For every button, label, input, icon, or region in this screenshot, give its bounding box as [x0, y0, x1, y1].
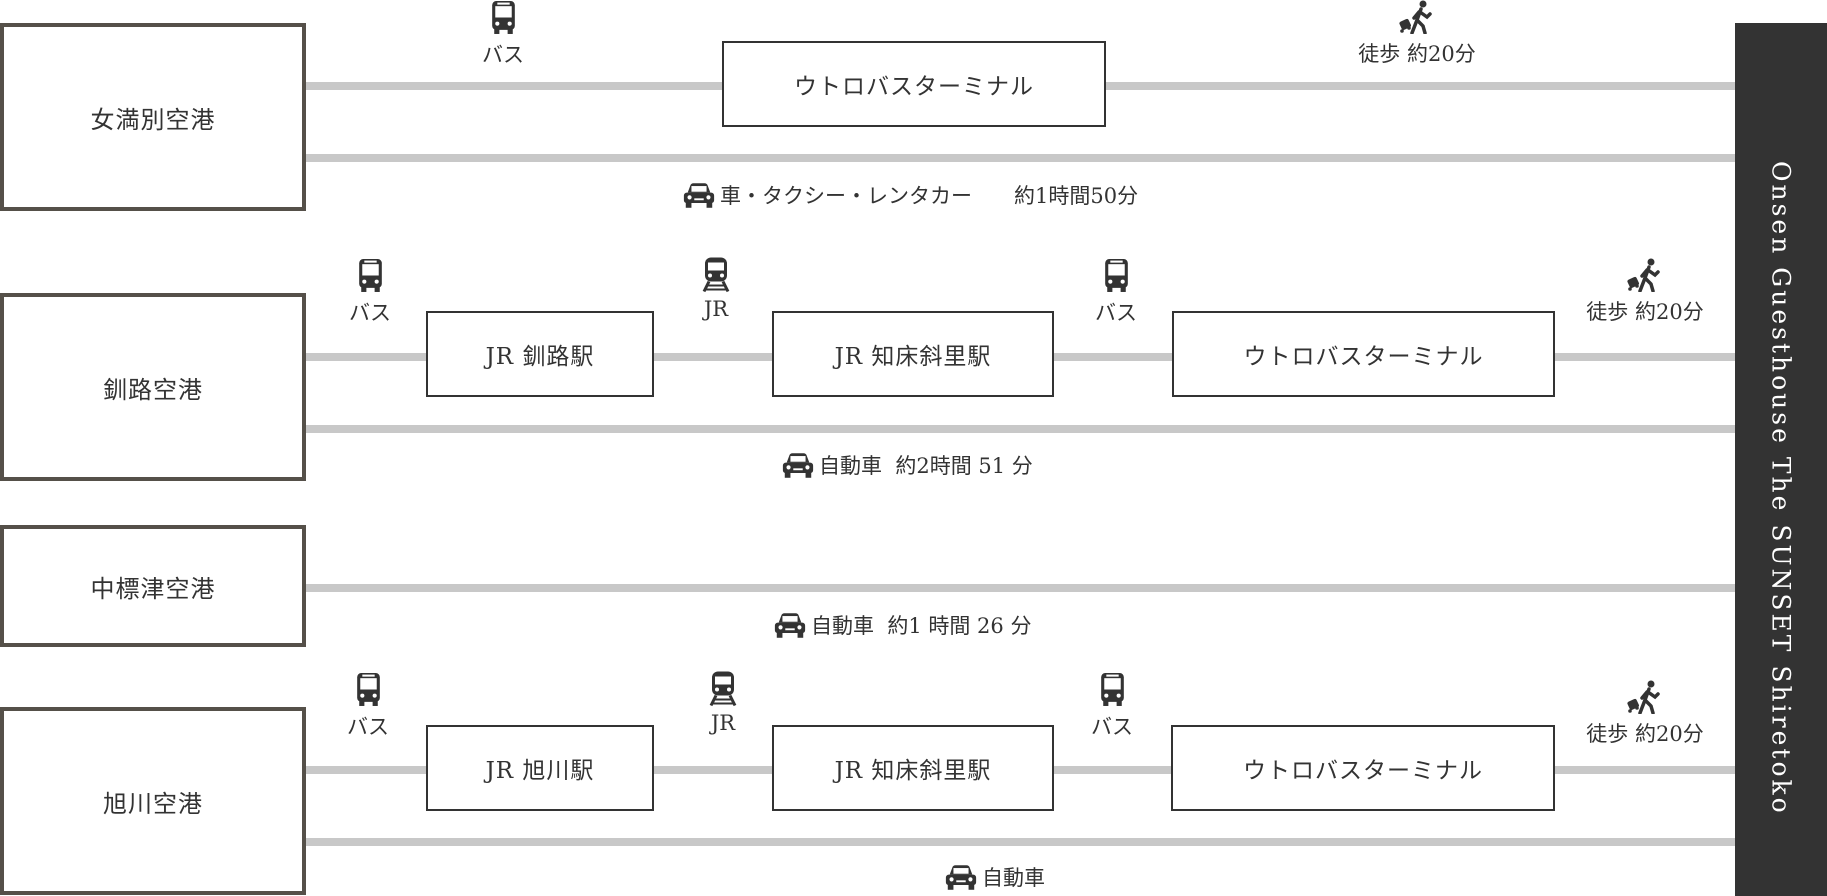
bus-label: バス — [347, 715, 389, 739]
bus-label: バス — [1091, 715, 1133, 739]
car-icon — [944, 863, 978, 892]
bus-label: バス — [349, 301, 391, 325]
station-jr-shiretokoshari[interactable]: JR 知床斜里駅 — [772, 311, 1054, 397]
airport-memanbetsu[interactable]: 女満別空港 — [0, 23, 306, 211]
airport-kushiro[interactable]: 釧路空港 — [0, 293, 306, 481]
train-icon — [702, 256, 730, 293]
route3-car-note: 自動車 約1 時間 26 分 — [773, 610, 1031, 640]
route4-bus1-step: バス — [308, 672, 428, 741]
car-icon — [781, 451, 815, 480]
train-icon — [709, 670, 737, 707]
station-label: JR 旭川駅 — [485, 758, 595, 784]
bus-icon — [1100, 672, 1125, 707]
destination-label: Onsen Guesthouse The SUNSET Shiretoko — [1766, 161, 1796, 816]
walk-label: 徒歩 約20分 — [1586, 300, 1704, 324]
car-icon — [682, 181, 716, 210]
station-label: JR 知床斜里駅 — [834, 344, 992, 370]
airport-label: 旭川空港 — [103, 789, 203, 818]
station-label: ウトロバスターミナル — [794, 74, 1034, 100]
station-jr-asahikawa[interactable]: JR 旭川駅 — [426, 725, 654, 811]
station-utoro-terminal[interactable]: ウトロバスターミナル — [1172, 311, 1555, 397]
station-jr-shiretokoshari[interactable]: JR 知床斜里駅 — [772, 725, 1054, 811]
route4-bus2-step: バス — [1052, 672, 1172, 741]
bus-icon — [491, 0, 516, 35]
route2-bus2-step: バス — [1056, 258, 1176, 327]
route1-bus-step: バス — [443, 0, 563, 69]
bus-icon — [1104, 258, 1129, 293]
route4-car-line — [306, 838, 1735, 846]
jr-label: JR — [703, 297, 729, 321]
route4-walk-step: 徒歩 約20分 — [1585, 680, 1705, 748]
bus-icon — [358, 258, 383, 293]
route2-car-line — [306, 425, 1735, 433]
station-label: ウトロバスターミナル — [1243, 758, 1483, 784]
walking-icon — [1627, 258, 1663, 292]
station-utoro-terminal[interactable]: ウトロバスターミナル — [1171, 725, 1555, 811]
walk-label: 徒歩 約20分 — [1358, 42, 1476, 66]
airport-label: 女満別空港 — [90, 105, 216, 134]
car-icon — [773, 611, 807, 640]
car-note-label: 自動車 約2時間 51 分 — [819, 454, 1033, 478]
bus-icon — [356, 672, 381, 707]
station-label: JR 釧路駅 — [485, 344, 595, 370]
airport-label: 釧路空港 — [103, 375, 203, 404]
destination-sidebar: Onsen Guesthouse The SUNSET Shiretoko — [1735, 23, 1827, 896]
station-jr-kushiro[interactable]: JR 釧路駅 — [426, 311, 654, 397]
route4-car-note: 自動車 — [944, 862, 1045, 892]
route3-car-line — [306, 584, 1735, 592]
airport-label: 中標津空港 — [90, 574, 216, 603]
route1-car-line — [306, 154, 1735, 162]
walking-icon — [1627, 680, 1663, 714]
route2-walk-step: 徒歩 約20分 — [1585, 258, 1705, 326]
station-utoro-terminal[interactable]: ウトロバスターミナル — [722, 41, 1106, 127]
route2-bus1-step: バス — [310, 258, 430, 327]
station-label: JR 知床斜里駅 — [834, 758, 992, 784]
route2-car-note: 自動車 約2時間 51 分 — [781, 450, 1033, 480]
route1-car-note: 車・タクシー・レンタカー 約1時間50分 — [682, 180, 1138, 210]
car-note-label: 自動車 — [982, 866, 1045, 890]
walk-label: 徒歩 約20分 — [1586, 722, 1704, 746]
bus-label: バス — [482, 43, 524, 67]
walking-icon — [1399, 0, 1435, 34]
jr-label: JR — [710, 711, 736, 735]
airport-asahikawa[interactable]: 旭川空港 — [0, 707, 306, 895]
route4-jr-step: JR — [663, 670, 783, 735]
route1-walk-step: 徒歩 約20分 — [1357, 0, 1477, 68]
bus-label: バス — [1095, 301, 1137, 325]
station-label: ウトロバスターミナル — [1243, 344, 1484, 370]
car-note-label: 自動車 約1 時間 26 分 — [811, 614, 1032, 638]
airport-nakashibetsu[interactable]: 中標津空港 — [0, 525, 306, 647]
route2-jr-step: JR — [656, 256, 776, 321]
car-note-label: 車・タクシー・レンタカー 約1時間50分 — [720, 184, 1139, 208]
